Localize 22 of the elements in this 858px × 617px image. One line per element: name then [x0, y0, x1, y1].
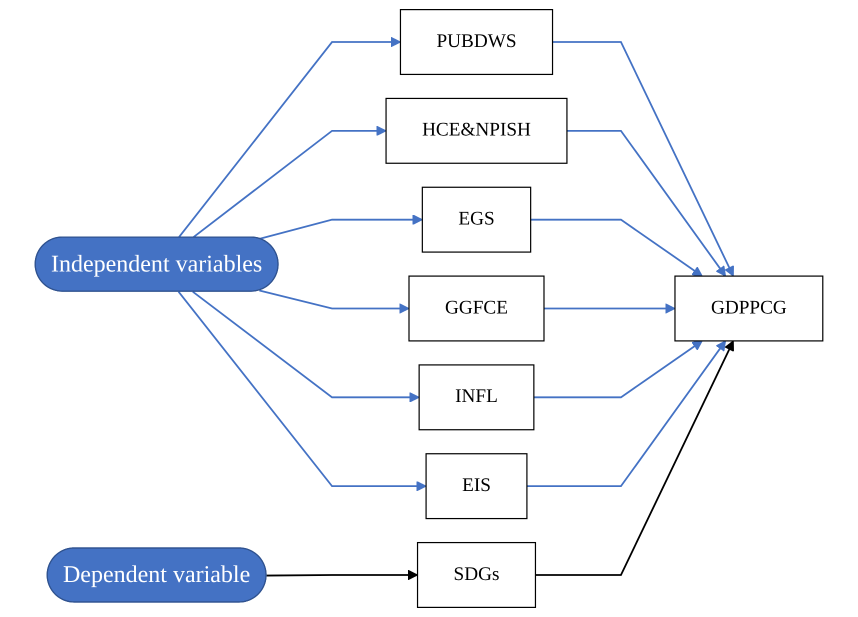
node-box: EIS: [425, 453, 528, 520]
arrow: [526, 340, 726, 488]
arrow: [566, 130, 726, 277]
node-box: INFL: [418, 364, 534, 430]
node-box: HCE&NPISH: [385, 98, 568, 164]
arrow: [178, 291, 427, 492]
arrow: [266, 570, 418, 580]
arrow: [534, 340, 703, 398]
arrow: [178, 36, 401, 238]
arrow: [535, 340, 734, 576]
node-box: SDGs: [416, 542, 536, 608]
arrow: [259, 214, 423, 240]
arrow: [259, 290, 410, 314]
node-box: PUBDWS: [400, 9, 554, 76]
arrow: [552, 41, 734, 277]
arrow: [192, 290, 420, 403]
arrow: [544, 303, 676, 314]
node-box: GDPPCG: [674, 275, 824, 342]
node-box: EGS: [422, 186, 532, 253]
arrow: [530, 218, 703, 277]
node-box: GGFCE: [408, 275, 545, 342]
arrow: [192, 126, 387, 238]
